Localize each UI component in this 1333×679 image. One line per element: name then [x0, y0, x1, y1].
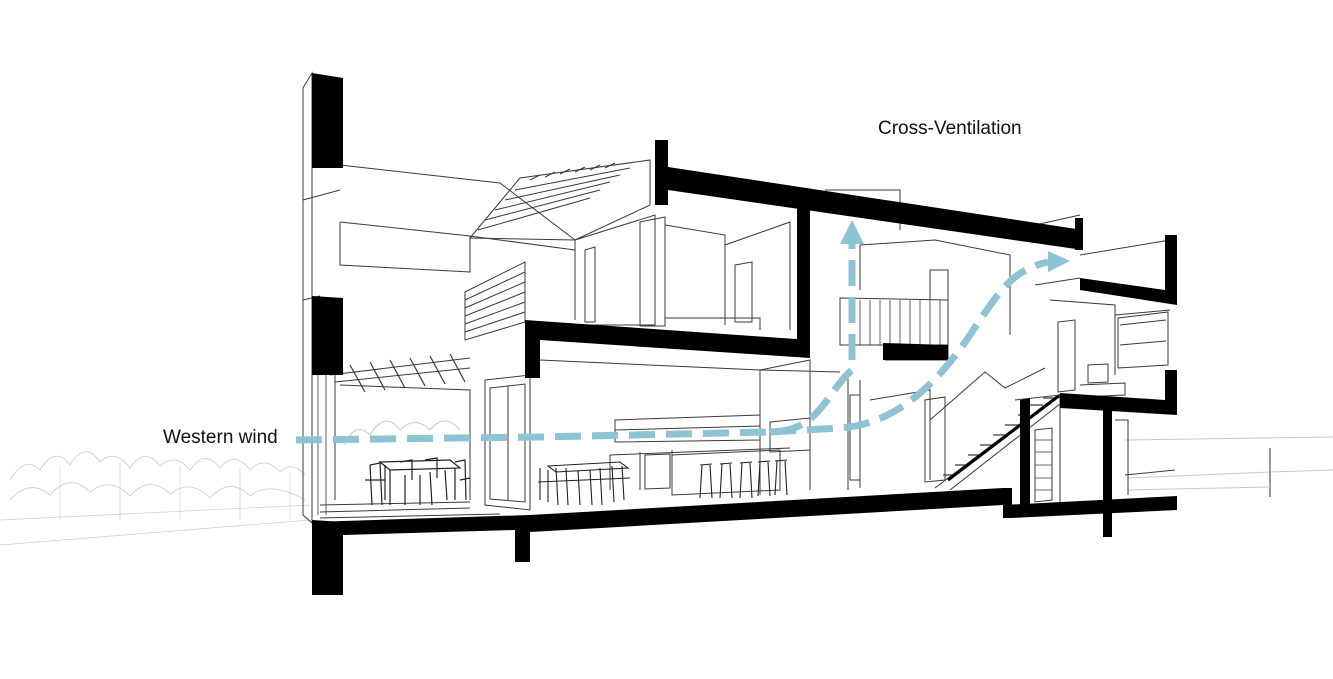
- diagram-title: Cross-Ventilation: [878, 118, 1022, 139]
- ground-right: [1124, 436, 1333, 497]
- structural-section-cuts: [312, 73, 1177, 595]
- airflow-paths: [295, 242, 1049, 444]
- arrow-up-icon: [840, 220, 864, 244]
- airflow-lower-path: [769, 258, 1049, 436]
- patio-dining-set: [365, 457, 471, 506]
- airflow-arrowheads: [840, 220, 1070, 272]
- landscape-trees: [0, 451, 311, 546]
- building-outlines: [302, 71, 1176, 525]
- arrow-right-icon: [1048, 251, 1070, 272]
- wind-direction-label: Western wind: [163, 427, 278, 448]
- interior-dining-set: [537, 459, 788, 506]
- airflow-main-path: [295, 367, 855, 444]
